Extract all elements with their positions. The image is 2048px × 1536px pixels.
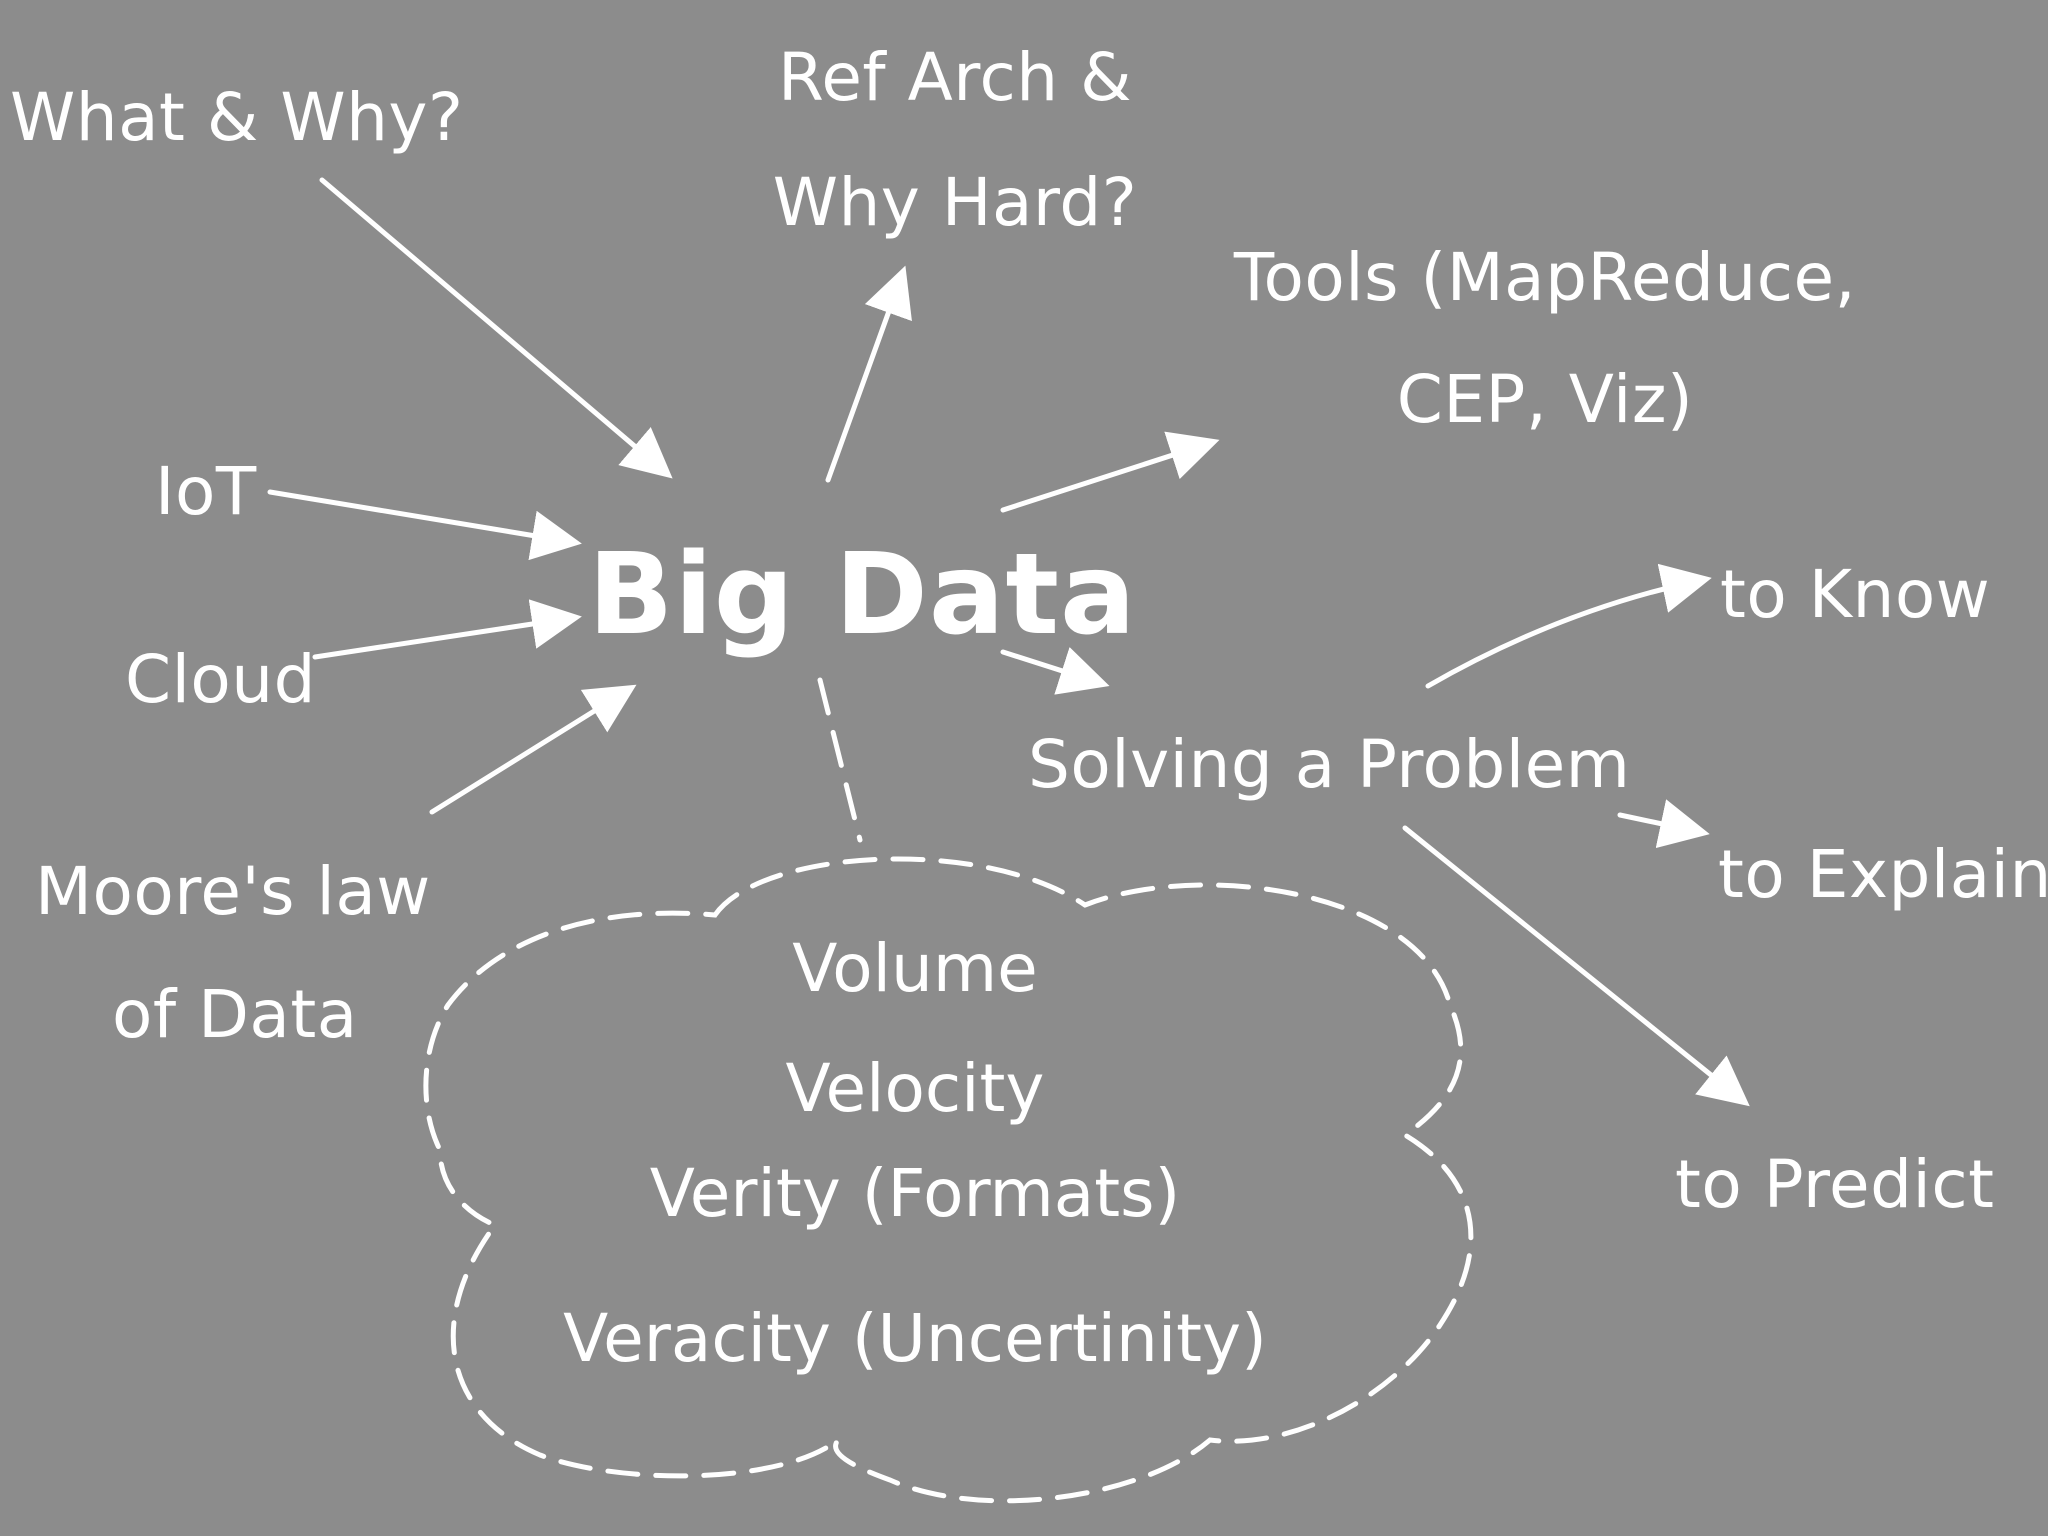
arrow-iot-to-big-data: [267, 489, 582, 561]
arrow-solving-to-predict: [1402, 825, 1750, 1107]
cloud-label: Cloud: [125, 641, 317, 718]
arrow-moores-law-to-big-data: [429, 684, 637, 815]
what-why-label: What & Why?: [10, 79, 464, 156]
moores-law-label-line2: of Data: [112, 976, 358, 1053]
moores-law-label-line1: Moore's law: [35, 853, 431, 930]
cloud-item-verity: Verity (Formats): [649, 1155, 1181, 1232]
dashed-connector-big-data-to-cloud: [817, 677, 863, 843]
arrow-solving-to-explain: [1617, 799, 1710, 849]
iot-label: IoT: [155, 453, 257, 530]
cloud-item-velocity: Velocity: [785, 1050, 1045, 1127]
big-data-title: Big Data: [588, 530, 1137, 660]
cloud-outline: [423, 856, 1474, 1504]
tools-label-line2: CEP, Viz): [1396, 361, 1694, 438]
arrow-cloud-to-big-data: [312, 599, 582, 660]
ref-arch-label-line2: Why Hard?: [772, 164, 1138, 241]
arrow-big-data-to-solving: [1000, 647, 1110, 695]
to-predict-label: to Predict: [1675, 1146, 1995, 1223]
arrow-solving-to-know: [1425, 563, 1712, 689]
arrow-big-data-to-ref-arch: [825, 265, 912, 483]
tools-label-line1: Tools (MapReduce,: [1233, 239, 1857, 316]
to-explain-label: to Explain: [1718, 836, 2048, 913]
arrow-what-why-to-big-data: [319, 177, 673, 479]
cloud-v-list: Volume Velocity Verity (Formats) Veracit…: [540, 930, 1290, 1410]
to-know-label: to Know: [1720, 556, 1991, 633]
ref-arch-label-line1: Ref Arch &: [777, 39, 1133, 116]
arrow-big-data-to-tools: [1000, 431, 1220, 513]
solving-problem-label: Solving a Problem: [1028, 726, 1631, 803]
cloud-item-veracity: Veracity (Uncertinity): [563, 1300, 1267, 1377]
cloud-item-volume: Volume: [792, 930, 1038, 1007]
